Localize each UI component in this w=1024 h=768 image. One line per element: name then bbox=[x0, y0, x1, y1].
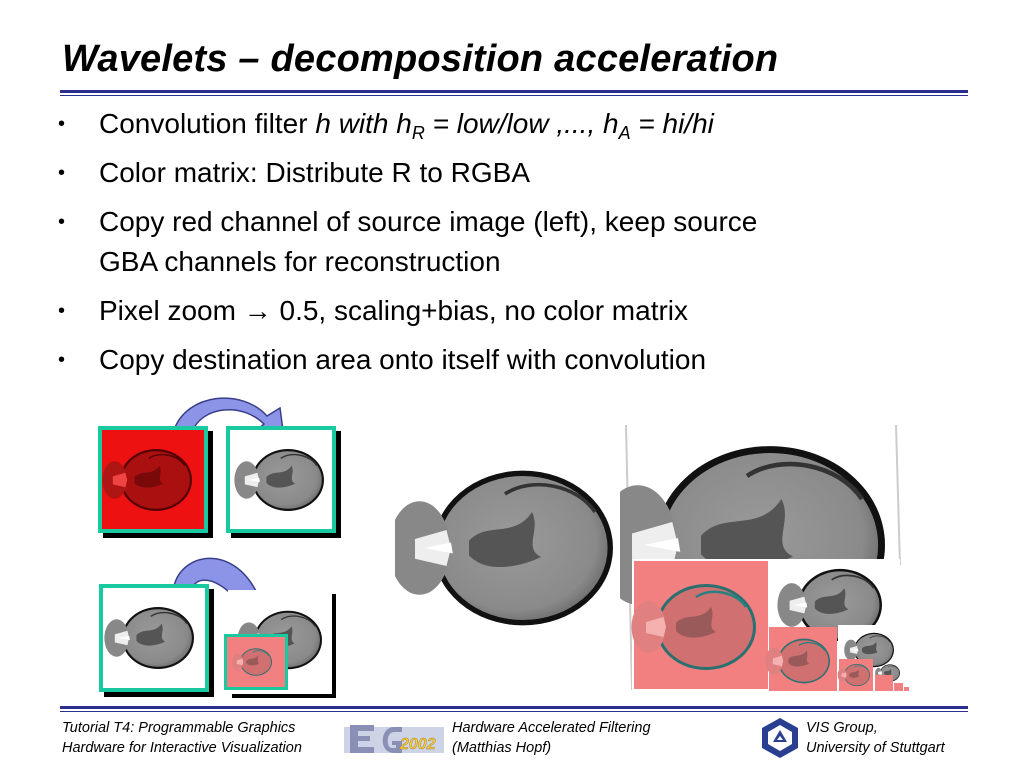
bullet-list: • Convolution filter h with hR = low/low… bbox=[58, 104, 958, 389]
bullet-copy-destination: • Copy destination area onto itself with… bbox=[58, 340, 958, 380]
wavelet-pyramid-image bbox=[620, 425, 909, 691]
curved-arrow-icon bbox=[172, 397, 285, 440]
bullet-marker: • bbox=[58, 211, 66, 233]
pyramid-level-4 bbox=[875, 675, 893, 691]
bullet-copy-red-channel: • Copy red channel of source image (left… bbox=[58, 202, 958, 282]
title-divider-thin bbox=[60, 95, 968, 96]
bullet-marker: • bbox=[58, 300, 66, 322]
slide-title: Wavelets – decomposition acceleration bbox=[62, 38, 779, 80]
bullet-convolution-filter: • Convolution filter h with hR = low/low… bbox=[58, 104, 958, 144]
footer-affiliation: VIS Group, University of Stuttgart bbox=[806, 720, 945, 756]
right-arrow-icon: → bbox=[243, 295, 272, 326]
footer-talk-info: Hardware Accelerated Filtering (Matthias… bbox=[452, 720, 651, 756]
large-skull-image bbox=[395, 468, 615, 628]
vis-group-logo bbox=[762, 718, 798, 758]
bullet-color-matrix: • Color matrix: Distribute R to RGBA bbox=[58, 153, 958, 193]
bullet-marker: • bbox=[58, 113, 66, 135]
logo-year-text: 2002 bbox=[399, 736, 436, 753]
footer-divider-thin bbox=[60, 711, 968, 712]
decomposition-steps-diagram bbox=[98, 397, 341, 698]
title-divider bbox=[60, 90, 968, 93]
bullet-marker: • bbox=[58, 162, 66, 184]
footer-tutorial-info: Tutorial T4: Programmable Graphics Hardw… bbox=[62, 720, 302, 756]
bullet-marker: • bbox=[58, 349, 66, 371]
footer-divider bbox=[60, 706, 968, 709]
eurographics-2002-logo: 2002 bbox=[344, 725, 444, 753]
bullet-pixel-zoom: • Pixel zoom → 0.5, scaling+bias, no col… bbox=[58, 291, 958, 331]
